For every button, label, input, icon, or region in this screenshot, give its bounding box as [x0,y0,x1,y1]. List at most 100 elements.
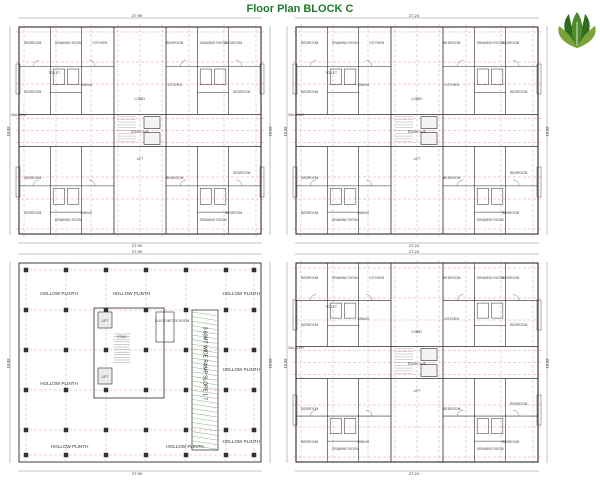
hollow-plinth-label: HOLLOW PLINTH [222,290,260,296]
hollow-plinth-label: HOLLOW PLINTH [40,290,78,296]
plan-drawing [18,262,262,463]
room-label: DRAWING ROOM [476,276,504,280]
room-label: DRAWING ROOM [54,218,82,223]
room-label: BEDROOM [510,323,528,328]
room-label: TOILET [325,305,337,310]
ramp-label: 3.60MT WIDE RAMP SLOPE 1:7 [201,326,208,401]
room-label: LOBBY [411,330,423,334]
dimension-lines [286,253,548,472]
room-label: DRAWING ROOM [331,276,359,280]
room-label: DINING [357,316,370,321]
room-label: BEDROOM [166,40,184,45]
room-label: BEDROOM [225,211,243,216]
dim-bottom: 27.24 [409,471,420,476]
hollow-plinth-label: HOLLOW PLINTH [40,380,78,386]
dim-top: 27.99 [132,13,143,18]
hollow-plinth-label: HOLLOW PLINTH [222,367,260,372]
room-label: LOBBY [411,96,423,101]
room-label: TOILET [325,71,337,76]
dim-bottom: 27.99 [132,471,143,476]
room-label: DRAWING ROOM [476,40,504,45]
room-label: BEDROOM [301,211,319,216]
room-label: STAIRCASE [407,361,427,366]
room-label: BEDROOM [24,211,42,216]
dim-bottom: 27.24 [409,243,420,248]
dim-top: 27.24 [409,13,420,18]
room-label: BEDROOM [301,440,319,445]
room-label: BALCONY [11,113,28,118]
room-label: DINING [80,82,93,87]
core-label: LIFT [101,375,109,379]
room-label: TOILET [48,71,60,76]
dim-top: 27.24 [409,249,420,254]
room-label: DRAWING ROOM [331,447,359,451]
room-label: KITCHEN [369,40,385,45]
dim-top: 27.99 [132,249,143,254]
room-label: DRAWING ROOM [331,40,359,45]
room-label: BEDROOM [502,440,520,445]
room-label: DINING [357,82,370,87]
room-label: BEDROOM [24,176,42,181]
room-label: BEDROOM [502,40,520,45]
room-label: DRAWING ROOM [331,218,359,223]
core-label: STAIR [117,335,127,339]
room-label: BEDROOM [24,40,42,45]
room-label: LIFT [413,157,421,162]
room-label: BEDROOM [301,406,319,411]
room-label: BEDROOM [510,171,528,176]
room-label: BEDROOM [510,402,528,406]
room-label: BEDROOM [301,323,319,328]
room-label: DRAWING ROOM [476,447,504,451]
room-label: DRAWING ROOM [199,218,227,223]
hollow-plinth-label: HOLLOW PLINTH [112,290,151,296]
room-label: BEDROOM [443,40,461,45]
plan-drawing [292,260,542,465]
room-label: LIFT [136,157,144,162]
dim-bottom: 27.99 [132,243,143,248]
room-label: BEDROOM [233,89,251,94]
dimension-lines [9,253,271,472]
room-label: STAIRCASE [407,129,427,134]
hollow-plinth-label: HOLLOW PLINTH [222,439,260,444]
page-title: Floor Plan BLOCK C [246,3,354,15]
room-label: BEDROOM [443,406,461,411]
room-label: DRAWING ROOM [54,40,82,45]
dimension-lines [286,17,548,244]
plan-drawing [292,24,542,237]
room-label: BEDROOM [233,171,251,176]
room-label: BEDROOM [225,40,243,45]
hollow-plinth-label: HOLLOW PLINTH [166,443,204,449]
room-label: BEDROOM [502,276,520,280]
room-label: KITCHEN [92,40,108,45]
room-label: KITCHEN [167,82,183,87]
room-label: BALCONY [288,113,305,118]
room-label: BEDROOM [166,176,184,181]
room-label: BEDROOM [443,276,461,280]
room-label: DINING [357,211,370,216]
room-label: DRAWING ROOM [476,218,504,223]
hollow-plinth-label: HOLLOW PLINTH [50,443,89,449]
room-label: BEDROOM [24,89,42,94]
room-label: BEDROOM [301,89,319,94]
room-label: BEDROOM [502,211,520,216]
room-label: BEDROOM [301,276,319,280]
room-label: DRAWING ROOM [199,40,227,45]
leaf-logo-icon [555,8,599,52]
room-label: KITCHEN [444,82,460,87]
room-label: KITCHEN [444,316,460,321]
room-label: LIFT [413,388,421,393]
room-label: BALCONY [288,345,305,350]
core-label: LIFT [101,319,109,323]
room-label: BEDROOM [301,40,319,45]
room-label: BEDROOM [510,89,528,94]
dimension-lines [9,17,271,244]
room-label: KITCHEN [369,276,385,280]
room-label: DINING [357,440,370,445]
room-label: BEDROOM [301,176,319,181]
plan-drawing [15,24,265,237]
core-label: ELECT METER ROOM [155,319,190,323]
